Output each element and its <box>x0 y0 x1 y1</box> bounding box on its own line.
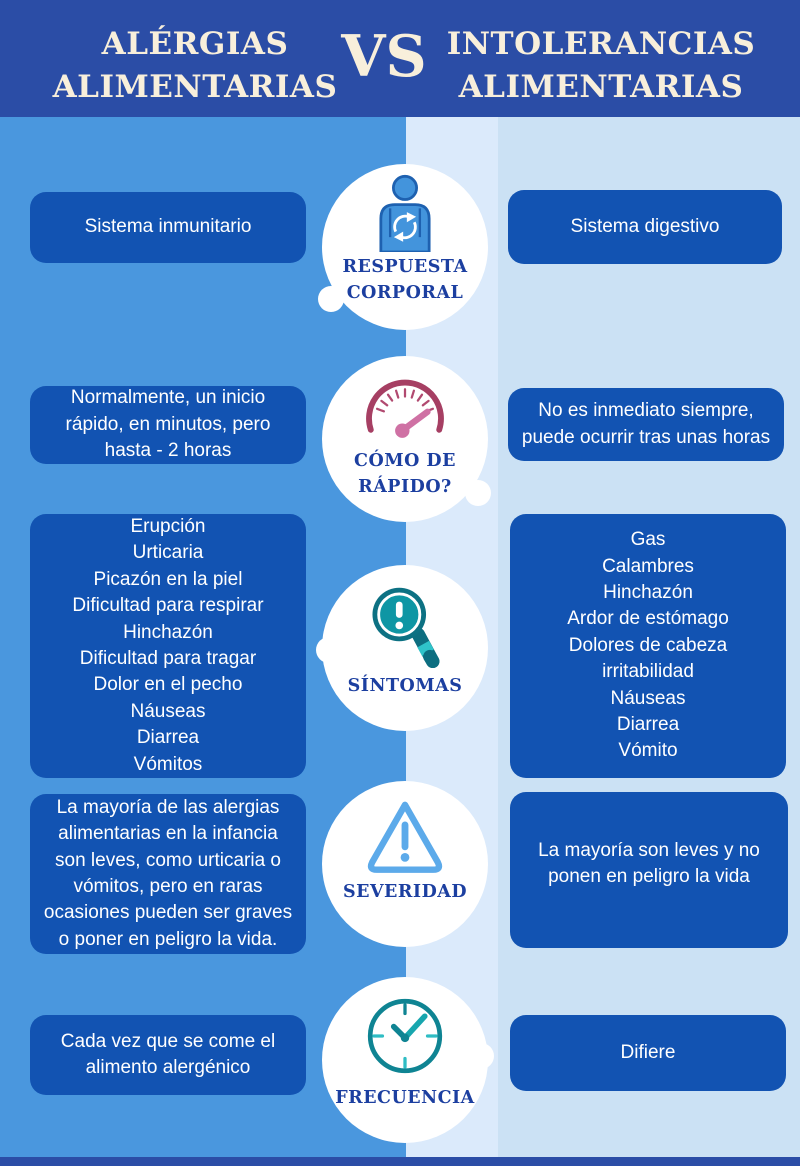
speedometer-icon <box>355 374 455 446</box>
allergy-frequency-text: Cada vez que se come el alimento alergén… <box>60 1030 276 1078</box>
circle-tail <box>316 637 342 663</box>
topic-title-severidad: SEVERIDAD <box>342 882 468 902</box>
allergy-body-response-box: Sistema inmunitario <box>30 192 306 263</box>
topic-circle-como-de-rapido: CÓMO DE RÁPIDO? <box>322 356 491 522</box>
allergy-symptoms-list: Erupción Urticaria Picazón en la piel Di… <box>72 515 264 775</box>
topic-title-sintomas: SÍNTOMAS <box>347 676 463 696</box>
intolerance-symptoms-box: Gas Calambres Hinchazón Ardor de estómag… <box>510 514 786 778</box>
left-column-title: ALÉRGIAS ALIMENTARIAS <box>52 26 338 105</box>
intolerance-symptoms-list: Gas Calambres Hinchazón Ardor de estómag… <box>567 529 729 762</box>
allergy-severity-box: La mayoría de las alergias alimentarias … <box>30 794 306 954</box>
topic-circle-respuesta-corporal: RESPUESTA CORPORAL <box>318 164 488 330</box>
allergy-body-response-text: Sistema inmunitario <box>84 216 252 238</box>
body-response-icon <box>363 174 447 254</box>
vs-label: VS <box>341 23 427 90</box>
footer-bar <box>0 1157 800 1166</box>
right-column-title: INTOLERANCIAS ALIMENTARIAS <box>446 26 756 105</box>
allergy-symptoms-box: Erupción Urticaria Picazón en la piel Di… <box>30 514 306 778</box>
intolerance-body-response-box: Sistema digestivo <box>508 190 782 264</box>
intolerance-severity-text: La mayoría son leves y no ponen en pelig… <box>538 840 760 888</box>
topic-title-respuesta-corporal: RESPUESTA CORPORAL <box>342 257 468 303</box>
intolerance-severity-box: La mayoría son leves y no ponen en pelig… <box>510 792 788 948</box>
topic-circle-severidad: SEVERIDAD <box>322 781 488 947</box>
header-banner: ALÉRGIAS ALIMENTARIAS VS INTOLERANCIAS A… <box>0 0 800 117</box>
intolerance-body-response-text: Sistema digestivo <box>570 215 720 237</box>
allergy-speed-text: Normalmente, un inicio rápido, en minuto… <box>65 387 271 462</box>
topic-circle-sintomas: SÍNTOMAS <box>316 565 488 731</box>
topic-title-frecuencia: FRECUENCIA <box>335 1088 475 1108</box>
intolerance-speed-box: No es inmediato siempre, puede ocurrir t… <box>508 388 784 461</box>
circle-tail <box>318 286 344 312</box>
allergy-severity-text: La mayoría de las alergias alimentarias … <box>43 796 293 950</box>
intolerance-speed-text: No es inmediato siempre, puede ocurrir t… <box>521 400 771 448</box>
circle-tail <box>468 1043 494 1069</box>
intolerance-frequency-box: Difiere <box>510 1015 786 1091</box>
intolerance-frequency-text: Difiere <box>620 1041 676 1063</box>
warning-triangle-icon <box>359 793 451 877</box>
topic-title-como-de-rapido: CÓMO DE RÁPIDO? <box>354 451 456 497</box>
allergy-speed-box: Normalmente, un inicio rápido, en minuto… <box>30 386 306 464</box>
circle-tail <box>465 480 491 506</box>
clock-icon <box>358 989 452 1083</box>
topic-circle-frecuencia: FRECUENCIA <box>322 977 494 1143</box>
magnifier-alert-icon <box>361 579 449 671</box>
allergy-frequency-box: Cada vez que se come el alimento alergén… <box>30 1015 306 1095</box>
